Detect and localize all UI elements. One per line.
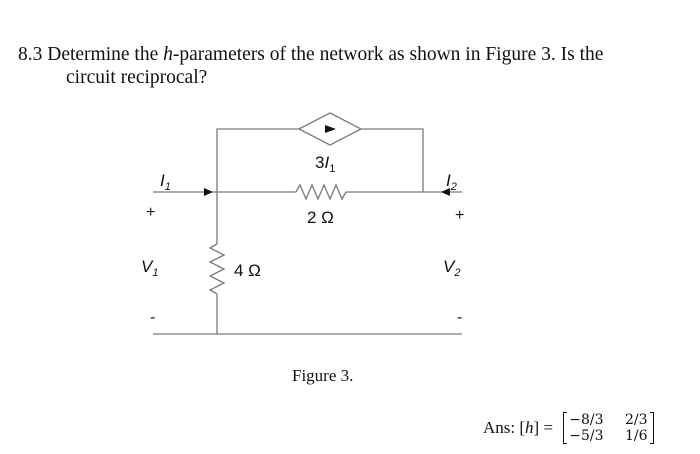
matrix-cell-h11: −8/3 (569, 412, 604, 428)
answer: Ans: [h] = −8/3 2/3 −5/3 1/6 (483, 408, 654, 448)
source-value-label: 3I1 (315, 153, 335, 175)
source-direction-arrow (325, 125, 336, 133)
h-symbol: h (163, 44, 173, 65)
matrix-row: −5/3 1/6 (569, 428, 647, 444)
matrix-cell-h21: −5/3 (569, 428, 604, 444)
matrix-cell-h12: 2/3 (625, 412, 648, 428)
h-matrix: −8/3 2/3 −5/3 1/6 (563, 412, 654, 444)
i1-label: I1 (160, 171, 171, 193)
v1-minus-sign: - (150, 309, 155, 326)
top-wire-left (216, 128, 299, 192)
v1-plus-sign: + (146, 204, 155, 221)
problem-statement: 8.3 Determine the h-parameters of the ne… (18, 43, 678, 89)
problem-number: 8.3 (18, 44, 43, 65)
r-series-label: 2 Ω (307, 208, 334, 227)
problem-text-part2: -parameters of the network as shown in F… (172, 44, 604, 65)
v2-minus-sign: - (457, 309, 462, 326)
answer-h-symbol: h (525, 418, 534, 437)
resistor-4ohm (208, 243, 226, 295)
v1-label: V1 (141, 257, 158, 279)
i1-arrow (204, 188, 213, 196)
answer-label: Ans: [h] = (483, 418, 558, 437)
problem-text-line2: circuit reciprocal? (66, 67, 208, 88)
resistor-2ohm (295, 183, 347, 201)
i2-label: I2 (446, 171, 457, 193)
r-shunt-label: 4 Ω (234, 261, 261, 280)
figure-caption: Figure 3. (292, 366, 354, 385)
top-wire-right (361, 128, 424, 192)
dependent-source (297, 112, 363, 146)
problem-text-part1: Determine the (47, 44, 164, 65)
i2-arrow (441, 188, 450, 196)
matrix-cell-h22: 1/6 (625, 428, 648, 444)
v2-plus-sign: + (455, 207, 464, 224)
matrix-row: −8/3 2/3 (569, 412, 647, 428)
v2-label: V2 (443, 257, 460, 279)
